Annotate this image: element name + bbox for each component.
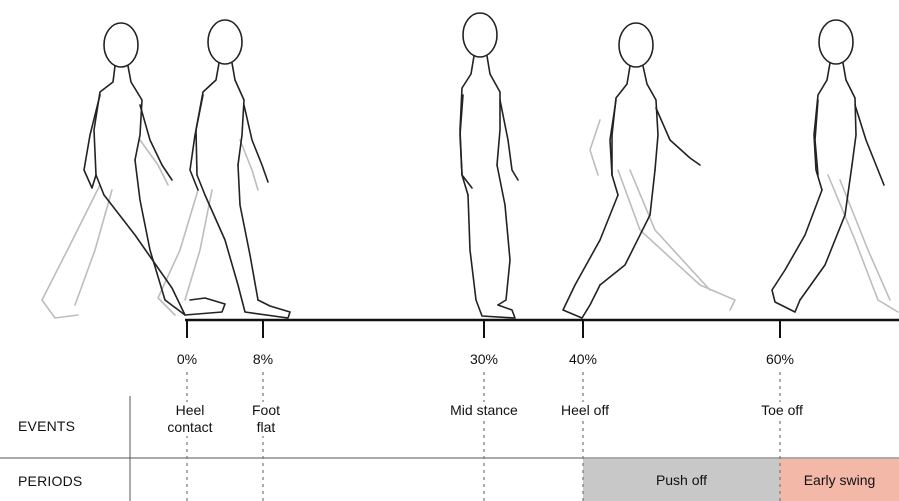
marker-label-0: 0% <box>177 351 197 367</box>
marker-label-30: 30% <box>470 351 498 367</box>
event-heel-contact: Heel contact <box>167 402 212 436</box>
event-mid-stance: Mid stance <box>450 402 518 419</box>
event-foot-flat-line1: Foot <box>252 402 280 419</box>
events-row-label: EVENTS <box>18 418 75 434</box>
figure-mid-stance <box>460 13 518 318</box>
event-toe-off: Toe off <box>761 402 803 419</box>
periods-row-label: PERIODS <box>18 473 82 489</box>
event-mid-stance-line1: Mid stance <box>450 402 518 419</box>
event-foot-flat-line2: flat <box>252 419 280 436</box>
figure-toe-off <box>772 20 884 312</box>
marker-label-60: 60% <box>766 351 794 367</box>
event-foot-flat: Foot flat <box>252 402 280 436</box>
figure-heel-off <box>563 23 700 318</box>
period-push-off: Push off <box>583 459 780 501</box>
timeline-ticks <box>187 320 780 338</box>
figure-heel-contact <box>84 23 225 315</box>
walking-figures <box>84 13 884 318</box>
marker-label-40: 40% <box>569 351 597 367</box>
event-heel-off-line1: Heel off <box>561 402 609 419</box>
event-toe-off-line1: Toe off <box>761 402 803 419</box>
figure-foot-flat <box>190 20 290 318</box>
event-heel-off: Heel off <box>561 402 609 419</box>
event-heel-contact-line1: Heel <box>167 402 212 419</box>
rear-limbs <box>42 120 898 318</box>
event-heel-contact-line2: contact <box>167 419 212 436</box>
period-early-swing: Early swing <box>780 459 899 501</box>
marker-label-8: 8% <box>253 351 273 367</box>
